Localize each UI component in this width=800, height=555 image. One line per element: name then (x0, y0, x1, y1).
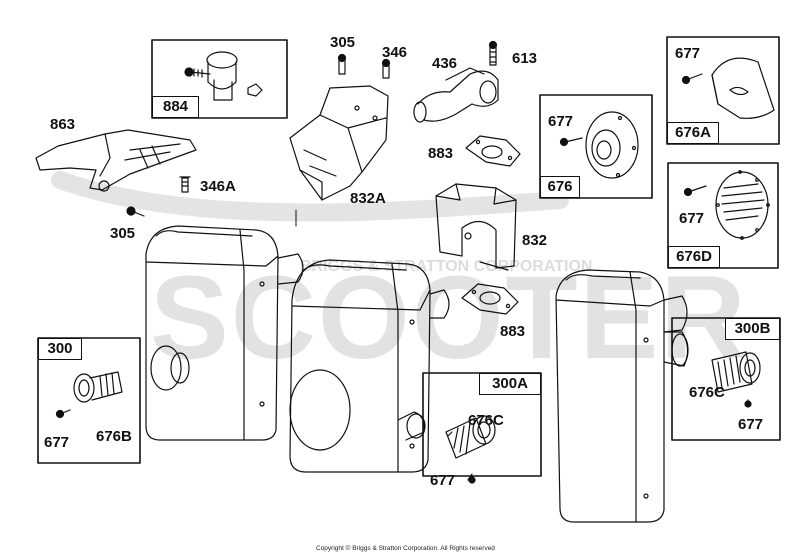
part-label-305-lower: 305 (110, 225, 136, 242)
part-label-832: 832 (522, 232, 548, 249)
part-label-677-box300: 677 (44, 434, 70, 451)
box-label-676A: 676A (667, 122, 719, 144)
screw-305-upper (337, 53, 347, 75)
part-label-677-box300B: 677 (738, 416, 764, 433)
copyright-notice: Copyright © Briggs & Stratton Corporatio… (316, 545, 495, 552)
box-label-300B: 300B (725, 318, 780, 340)
part-label-883-upper: 883 (428, 145, 454, 162)
part-label-677-box676: 677 (548, 113, 574, 130)
screw-305-lower (126, 206, 145, 217)
part-label-346: 346 (382, 44, 408, 61)
box-label-676D: 676D (668, 246, 720, 268)
box-label-300: 300 (38, 338, 82, 360)
part-label-832A: 832A (350, 190, 386, 207)
detail-box-884 (151, 39, 288, 119)
box-label-676: 676 (540, 176, 580, 198)
part-label-676C-box300A: 676C (468, 412, 504, 429)
screw-346A (179, 176, 191, 193)
watermark-swoosh (51, 171, 569, 222)
part-label-305-upper: 305 (330, 34, 356, 51)
part-label-346A: 346A (200, 178, 236, 195)
bracket-863 (35, 129, 197, 192)
part-label-677-box676D: 677 (679, 210, 705, 227)
gasket-883-upper (465, 135, 521, 167)
part-label-676B: 676B (96, 428, 132, 445)
screw-613 (488, 40, 498, 66)
detail-box-676 (539, 94, 653, 199)
muffler-300B (555, 269, 689, 523)
muffler-300A (289, 259, 450, 473)
part-label-883-lower: 883 (500, 323, 526, 340)
screw-346 (381, 58, 391, 79)
part-label-436: 436 (432, 55, 458, 72)
exhaust-elbow-436 (413, 67, 499, 123)
box-label-300A: 300A (479, 373, 541, 395)
heat-shield-832A (289, 85, 389, 201)
bracket-832 (435, 183, 517, 271)
gasket-883-lower (461, 283, 519, 315)
part-label-613: 613 (512, 50, 538, 67)
box-label-884: 884 (152, 96, 199, 118)
part-label-863: 863 (50, 116, 76, 133)
part-label-676C-box300B: 676C (689, 384, 725, 401)
detail-box-676D (667, 162, 779, 269)
part-label-677-box300A: 677 (430, 472, 456, 489)
detail-box-300 (37, 337, 141, 464)
detail-box-676A (666, 36, 780, 145)
muffler-300 (145, 225, 304, 441)
part-label-677-box676A: 677 (675, 45, 701, 62)
